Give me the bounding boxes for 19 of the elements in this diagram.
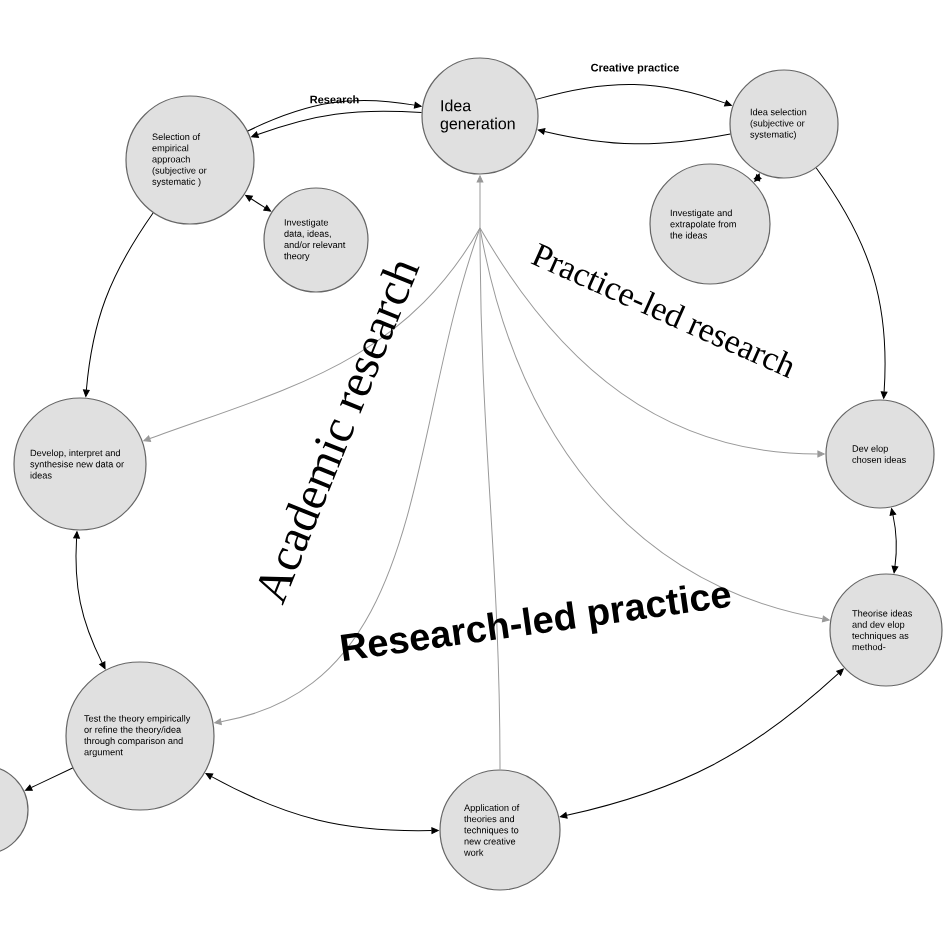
arrow: [24, 767, 74, 791]
section-heading: Research-led practice: [340, 585, 731, 661]
arrow: [247, 99, 422, 132]
arrow: [753, 173, 762, 182]
arrow: [479, 227, 830, 623]
arrow: [83, 212, 154, 397]
arrow: [73, 531, 106, 670]
arrow: [815, 167, 888, 399]
arrow: [205, 773, 439, 834]
arrow: [214, 227, 481, 726]
arrow: [476, 175, 484, 229]
arrow: [251, 110, 422, 138]
arrow: [559, 668, 844, 819]
arrow: [535, 83, 732, 107]
arrow: [537, 128, 731, 145]
arrow: [143, 227, 481, 442]
arrow: [889, 508, 899, 574]
arrow: [479, 227, 825, 458]
arrow: [245, 194, 272, 212]
